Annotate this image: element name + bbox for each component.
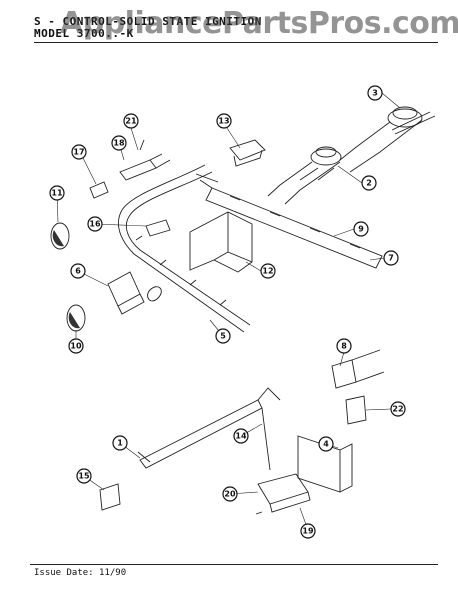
callout-17: 17: [71, 144, 87, 160]
callout-19: 19: [300, 523, 316, 539]
ignition-module: [255, 473, 311, 515]
svg-text:4: 4: [323, 440, 329, 449]
svg-text:21: 21: [125, 117, 137, 126]
connector: [345, 395, 367, 425]
callout-4: 4: [318, 436, 334, 452]
manifold: [195, 173, 383, 269]
svg-text:7: 7: [388, 254, 394, 263]
svg-text:16: 16: [89, 220, 101, 229]
callout-20: 20: [222, 486, 238, 502]
orifice-clip: [145, 219, 171, 237]
callout-7: 7: [383, 250, 399, 266]
svg-text:11: 11: [51, 189, 63, 198]
svg-text:20: 20: [224, 490, 236, 499]
callout-10: 10: [68, 338, 84, 354]
svg-text:18: 18: [113, 139, 125, 148]
callout-13: 13: [216, 113, 232, 129]
callout-12: 12: [260, 263, 276, 279]
wire-harness-tube: [118, 164, 251, 333]
footer-divider: [30, 564, 438, 565]
svg-text:14: 14: [235, 432, 247, 441]
callout-16: 16: [87, 216, 103, 232]
callout-22: 22: [390, 401, 406, 417]
svg-text:1: 1: [117, 439, 123, 448]
svg-text:2: 2: [366, 179, 372, 188]
issue-date: Issue Date: 11/90: [34, 568, 127, 578]
callout-14: 14: [233, 428, 249, 444]
igniter-switch: [107, 271, 162, 315]
terminal-block: [331, 349, 385, 389]
callout-9: 9: [353, 221, 369, 237]
valve: [229, 139, 266, 167]
svg-text:19: 19: [302, 527, 314, 536]
svg-text:12: 12: [262, 267, 273, 276]
callout-1: 1: [112, 435, 128, 451]
diagram-header: S - CONTROL-SOLID STATE IGNITION MODEL 3…: [34, 16, 262, 40]
svg-text:3: 3: [372, 89, 378, 98]
svg-text:17: 17: [73, 148, 84, 157]
callout-2: 2: [361, 175, 377, 191]
small-bracket: [99, 483, 121, 511]
switch-cover: [189, 211, 253, 273]
header-model: MODEL 3700..-K: [34, 27, 134, 40]
svg-text:8: 8: [341, 342, 347, 351]
callout-11: 11: [49, 185, 65, 201]
knob-left-lower: [66, 304, 86, 332]
svg-text:9: 9: [358, 225, 364, 234]
header-section-title: S - CONTROL-SOLID STATE IGNITION: [34, 15, 262, 28]
callout-3: 3: [367, 85, 383, 101]
svg-text:15: 15: [78, 472, 90, 481]
svg-text:22: 22: [392, 405, 403, 414]
lower-bracket: [137, 387, 281, 471]
burner-assembly: [267, 106, 436, 205]
watermark: AppliancePartsPros.com: [60, 6, 458, 41]
spark-electrode-assembly: [89, 139, 171, 199]
callout-21: 21: [123, 113, 139, 129]
callout-15: 15: [76, 468, 92, 484]
svg-text:13: 13: [218, 117, 229, 126]
callout-18: 18: [111, 135, 127, 151]
callout-8: 8: [336, 338, 352, 354]
callout-6: 6: [70, 263, 86, 279]
header-divider: [34, 42, 438, 43]
svg-text:10: 10: [70, 342, 82, 351]
svg-text:5: 5: [220, 332, 226, 341]
svg-text:6: 6: [75, 267, 81, 276]
leader-lines: [56, 92, 401, 531]
callout-5: 5: [215, 328, 231, 344]
knob-left-upper: [50, 222, 70, 250]
